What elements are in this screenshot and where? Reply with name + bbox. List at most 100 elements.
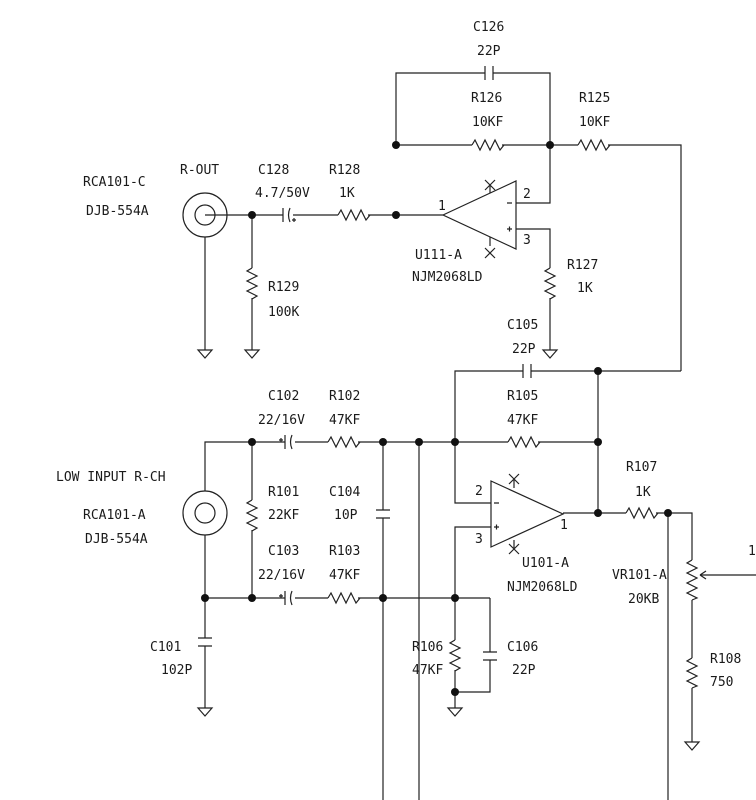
wire-c126-loop xyxy=(395,72,551,145)
rca101c-ref: RCA101-C xyxy=(83,175,146,190)
capacitor-c128-plus xyxy=(292,218,296,222)
r128-value: 1K xyxy=(339,186,355,201)
r127-ref: R127 xyxy=(567,258,598,273)
pot-vr101 xyxy=(685,559,699,601)
c126-value: 22P xyxy=(477,44,501,59)
wire-u101-r107 xyxy=(563,512,669,800)
junction-dot xyxy=(451,688,459,696)
rca101c-part: DJB-554A xyxy=(86,204,149,219)
wire-u101-pin3 xyxy=(454,526,491,692)
c103-value: 22/16V xyxy=(258,568,305,583)
r103-ref: R103 xyxy=(329,544,360,559)
resistor-r127 xyxy=(543,267,557,300)
r128-ref: R128 xyxy=(329,163,360,178)
r125-ref: R125 xyxy=(579,91,610,106)
opamp-u101-signs xyxy=(494,502,499,530)
junction-dot xyxy=(594,438,602,446)
wire-c106 xyxy=(455,598,491,693)
u101-ref: U101-A xyxy=(522,556,569,571)
c106-ref: C106 xyxy=(507,640,538,655)
r108-ref: R108 xyxy=(710,652,741,667)
resistor-r128 xyxy=(337,208,371,222)
capacitor-c104 xyxy=(376,509,390,519)
opamp-u101 xyxy=(490,480,565,548)
c126-ref: C126 xyxy=(473,20,504,35)
junction-dot xyxy=(248,594,256,602)
c101-ref: C101 xyxy=(150,640,181,655)
jack-rca101a-inner xyxy=(194,502,216,524)
capacitor-c103 xyxy=(284,590,293,606)
r126-value: 10KF xyxy=(472,115,503,130)
junction-dot xyxy=(379,594,387,602)
jack-rca101a-outer xyxy=(182,490,228,536)
u111-part: NJM2068LD xyxy=(412,270,483,285)
u101-part: NJM2068LD xyxy=(507,580,578,595)
u101-pin2: 2 xyxy=(475,484,483,499)
opamp-u111-nc-pins xyxy=(484,179,496,259)
capacitor-c106 xyxy=(483,651,497,661)
junction-dot xyxy=(379,438,387,446)
u111-pin3: 3 xyxy=(523,233,531,248)
r106-ref: R106 xyxy=(412,640,443,655)
c102-ref: C102 xyxy=(268,389,299,404)
c128-ref: C128 xyxy=(258,163,289,178)
pot-vr101-wiper xyxy=(699,570,756,580)
junction-dots xyxy=(201,141,672,696)
r101-value: 22KF xyxy=(268,508,299,523)
u111-pin2: 2 xyxy=(523,187,531,202)
wire-rca101a-top xyxy=(204,441,455,491)
r129-ref: R129 xyxy=(268,280,299,295)
c106-value: 22P xyxy=(512,663,536,678)
capacitor-c101 xyxy=(198,637,212,647)
resistor-r126 xyxy=(471,138,505,152)
resistor-r129 xyxy=(245,267,259,300)
resistor-r106 xyxy=(448,639,462,672)
opamp-u101-nc-pins xyxy=(508,473,520,555)
capacitor-c126 xyxy=(484,66,494,80)
capacitor-c103-plus xyxy=(279,594,283,598)
c105-ref: C105 xyxy=(507,318,538,333)
junction-dot xyxy=(594,367,602,375)
resistor-r102 xyxy=(327,435,361,449)
junction-dot xyxy=(664,509,672,517)
vr101-value: 20KB xyxy=(628,592,659,607)
wire-c105 xyxy=(454,370,681,442)
wire-vr101 xyxy=(668,512,693,742)
junction-dot xyxy=(451,594,459,602)
resistor-r105 xyxy=(507,435,541,449)
junction-dot xyxy=(546,141,554,149)
resistor-r103 xyxy=(327,591,361,605)
junction-dot xyxy=(392,141,400,149)
r101-ref: R101 xyxy=(268,485,299,500)
r105-ref: R105 xyxy=(507,389,538,404)
ground-c101 xyxy=(196,707,214,717)
u101-pin1: 1 xyxy=(560,518,568,533)
wire-u111-pin3 xyxy=(516,228,551,350)
r108-value: 750 xyxy=(710,675,733,690)
c101-value: 102P xyxy=(161,663,192,678)
capacitor-c102-plus xyxy=(279,438,283,442)
ground-rca101c xyxy=(196,349,214,359)
resistor-r107 xyxy=(625,506,659,520)
r103-value: 47KF xyxy=(329,568,360,583)
wire-u111-pin2 xyxy=(516,145,551,204)
junction-dot xyxy=(594,509,602,517)
ground-r127 xyxy=(541,349,559,359)
rout-label: R-OUT xyxy=(180,163,219,178)
r105-value: 47KF xyxy=(507,413,538,428)
vr101-ref: VR101-A xyxy=(612,568,667,583)
r107-value: 1K xyxy=(635,485,651,500)
u111-pin1: 1 xyxy=(438,199,446,214)
vr101-pin: 1 xyxy=(748,544,756,559)
opamp-u111-signs xyxy=(507,202,512,232)
r102-ref: R102 xyxy=(329,389,360,404)
c102-value: 22/16V xyxy=(258,413,305,428)
u111-ref: U111-A xyxy=(415,248,462,263)
capacitor-c128 xyxy=(282,207,291,223)
c105-value: 22P xyxy=(512,342,536,357)
capacitor-c105 xyxy=(522,364,532,378)
ground-r108 xyxy=(683,741,701,751)
r107-ref: R107 xyxy=(626,460,657,475)
rca101a-part: DJB-554A xyxy=(85,532,148,547)
